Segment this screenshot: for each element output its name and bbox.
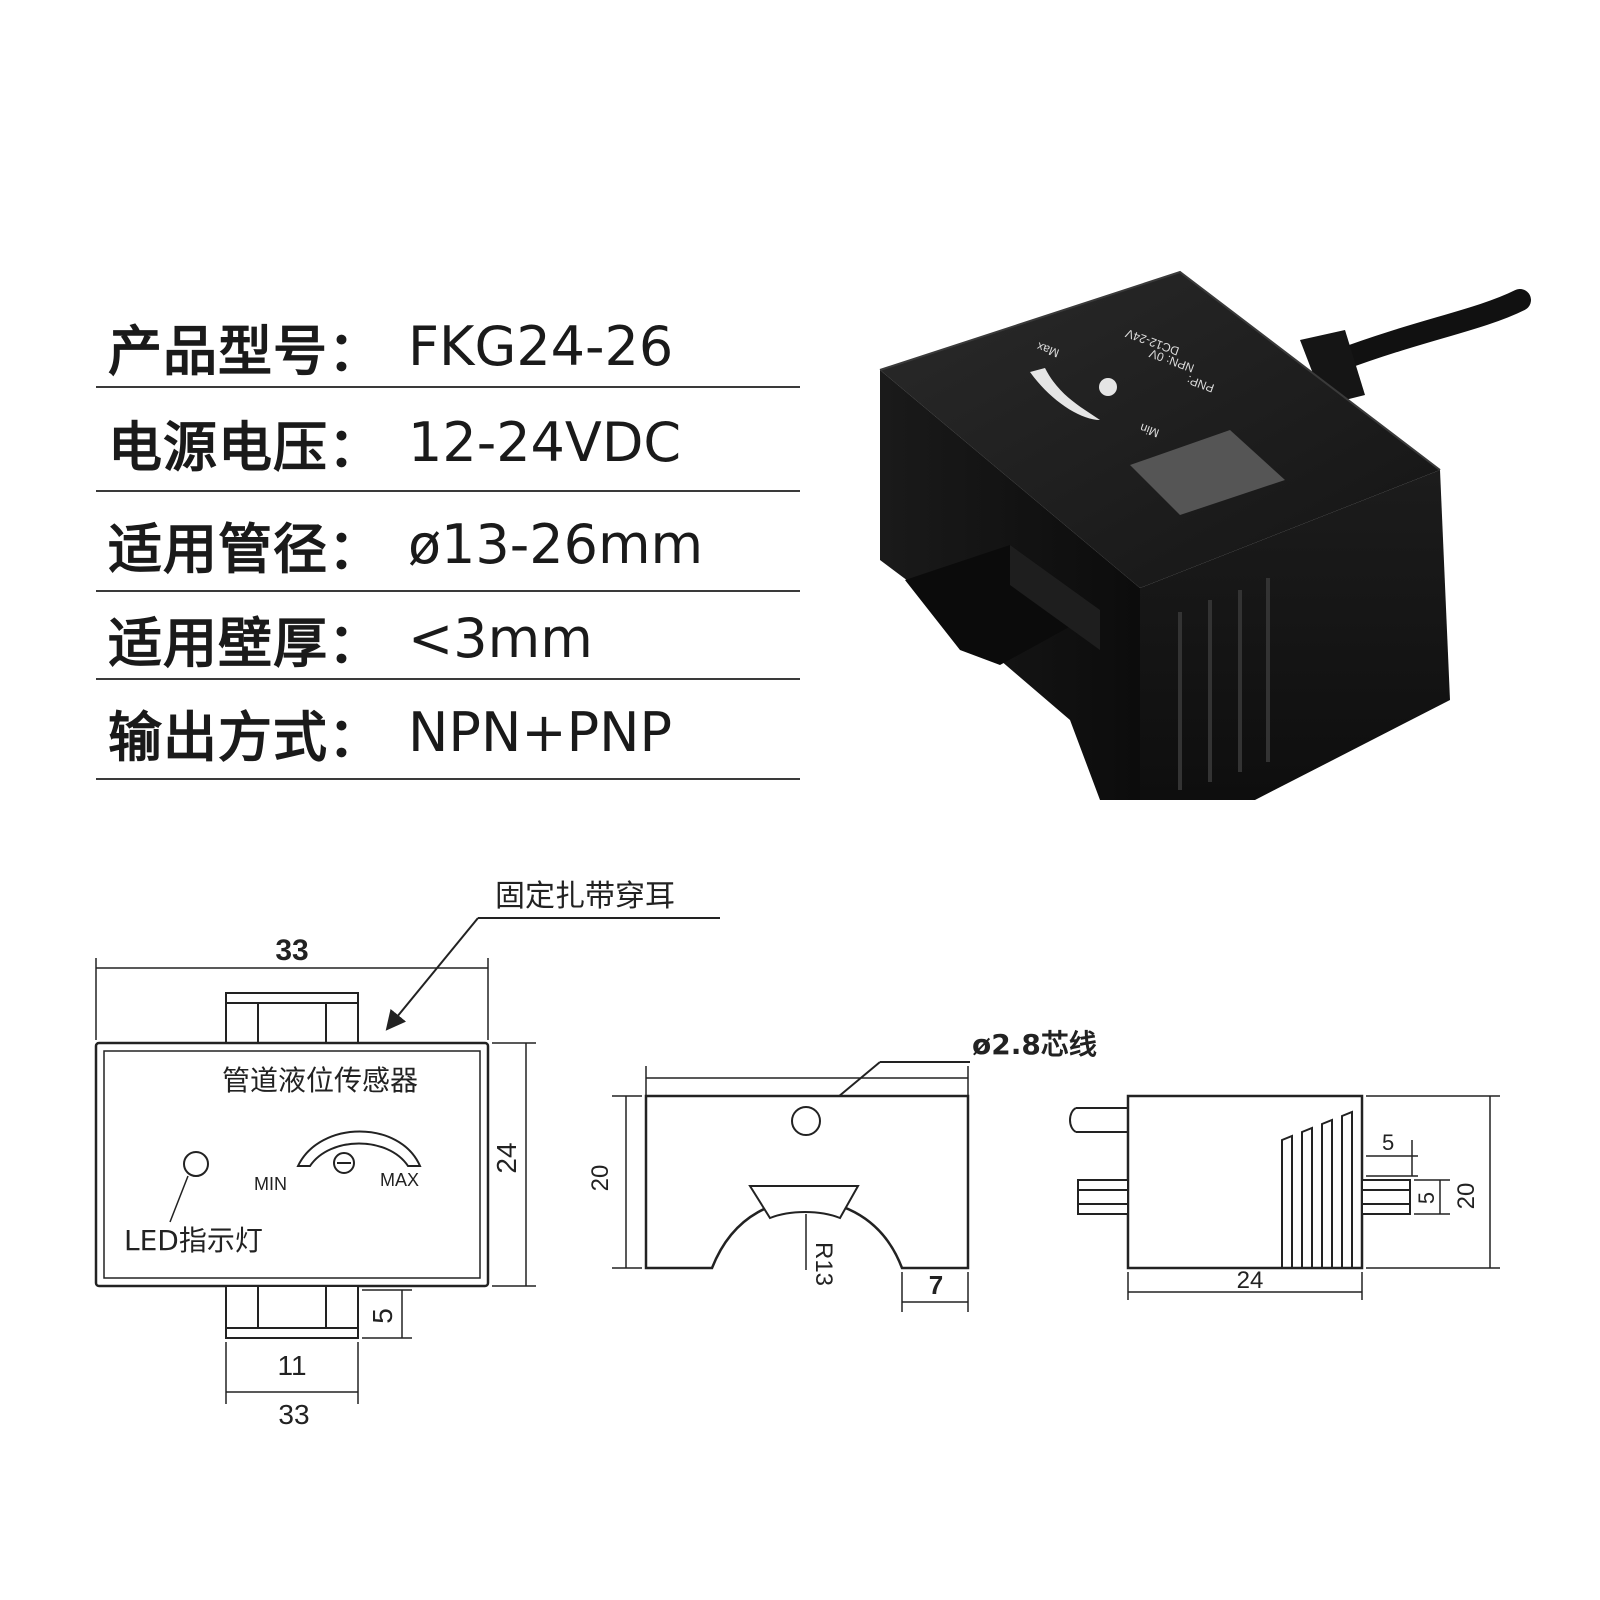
product-photo: Max Min DC12-24V NPN: 0V PNP:: [879, 270, 1531, 800]
max-label: MAX: [380, 1170, 419, 1190]
photo-min-label: Min: [1138, 421, 1161, 441]
adjust-arc-icon: [296, 1130, 422, 1167]
dim-height-24: 24: [491, 1142, 522, 1173]
min-label: MIN: [254, 1174, 287, 1194]
led-label: LED指示灯: [124, 1224, 263, 1257]
ear-callout-label: 固定扎带穿耳: [495, 879, 675, 914]
dim-offset-7: 7: [929, 1270, 943, 1300]
sensor-ribs: [1178, 578, 1270, 790]
dim-5-top: 5: [1382, 1130, 1394, 1155]
sensor-title-label: 管道液位传感器: [222, 1064, 418, 1097]
knob-icon: [1099, 378, 1117, 396]
spec-value: 12-24VDC: [408, 410, 682, 474]
cable: [1329, 289, 1531, 371]
dim-width-bottom-33: 33: [278, 1399, 309, 1430]
spec-key: 适用管径：: [108, 517, 383, 581]
spec-value: NPN+PNP: [408, 700, 673, 764]
dim-5-vertical: 5: [1414, 1192, 1439, 1204]
dim-height-20: 20: [587, 1165, 614, 1192]
spec-key: 产品型号：: [108, 319, 383, 383]
spec-row-wall-thickness: 适用壁厚： <3mm: [96, 592, 800, 680]
spec-key: 电源电压：: [108, 415, 383, 479]
sensor-top-face: [880, 272, 1440, 588]
spec-key: 适用壁厚：: [108, 611, 383, 675]
dim-height-20-side: 20: [1453, 1183, 1480, 1210]
arc-window: [748, 1185, 860, 1220]
wire-hole-icon: [791, 1106, 821, 1136]
wire-callout-label: ø2.8芯线: [972, 1028, 1097, 1061]
cable-stub: [1069, 1107, 1128, 1133]
drawing-top-view: 固定扎带穿耳 33 管道液位传感器 LED指示灯 MIN MAX 24: [94, 879, 720, 1430]
spec-row-model: 产品型号： FKG24-26: [96, 300, 800, 388]
dim-width-24: 24: [1237, 1267, 1264, 1294]
spec-value: <3mm: [408, 606, 593, 670]
drawing-front-view: ø2.8芯线 R13 20 7: [587, 1028, 1097, 1312]
dim-ear-5: 5: [367, 1308, 398, 1324]
led-icon: [183, 1151, 209, 1177]
spec-key: 输出方式：: [108, 705, 383, 769]
spec-value: ø13-26mm: [408, 512, 704, 576]
spec-row-voltage: 电源电压： 12-24VDC: [96, 388, 800, 492]
dim-radius-r13: R13: [810, 1242, 837, 1286]
sensor-window: [1130, 430, 1285, 515]
dim-width-top: 33: [275, 934, 308, 967]
scale-arc-icon: [1030, 368, 1100, 420]
spec-row-output: 输出方式： NPN+PNP: [96, 680, 800, 780]
spec-table: 产品型号： FKG24-26 电源电压： 12-24VDC 适用管径： ø13-…: [96, 300, 800, 780]
sensor-front-face: [1140, 470, 1450, 800]
dim-ear-width-11: 11: [277, 1350, 306, 1381]
spec-row-pipe-diameter: 适用管径： ø13-26mm: [96, 492, 800, 592]
spec-value: FKG24-26: [408, 314, 674, 378]
drawing-side-view: 5 5 20 24: [1069, 1094, 1500, 1300]
